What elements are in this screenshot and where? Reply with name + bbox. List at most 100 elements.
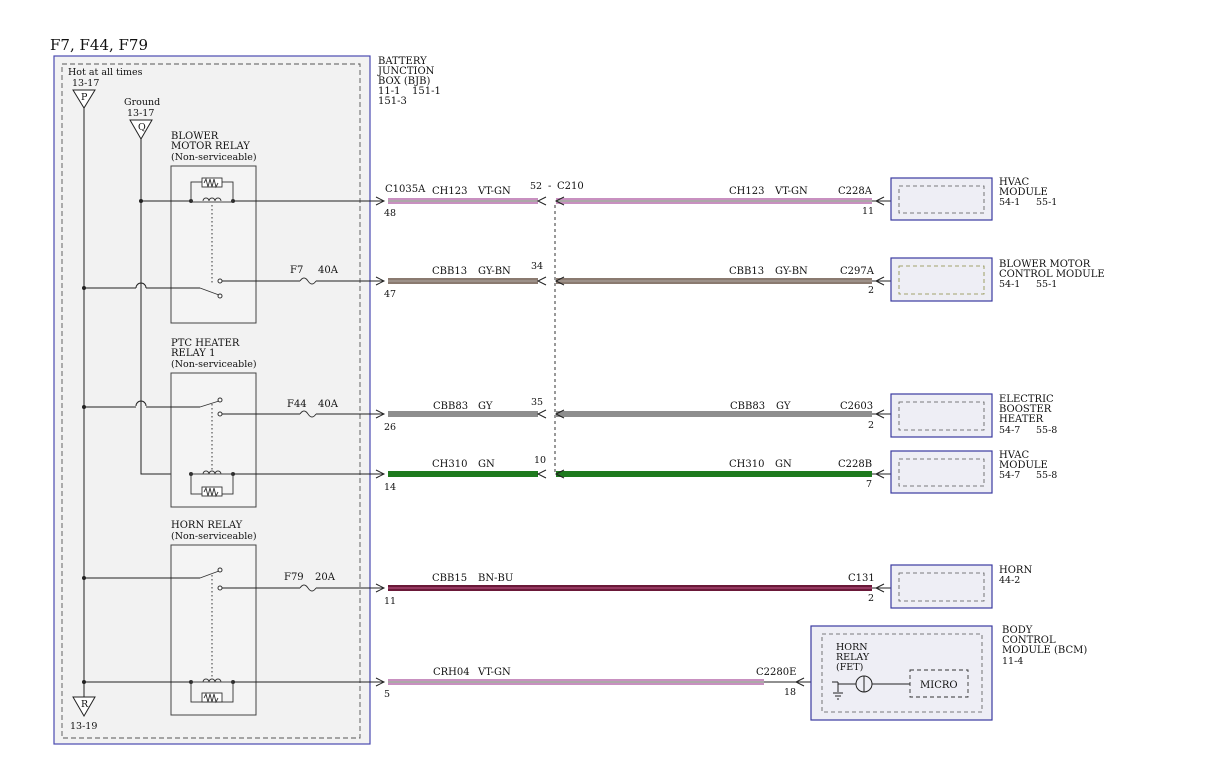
module-ref: 54-1 — [999, 197, 1020, 208]
bjb-label-line-2: JUNCTION — [377, 66, 435, 77]
circuit-label: CBB13 — [729, 266, 764, 277]
p-ref: 13-17 — [72, 78, 99, 89]
wire-ch310 — [388, 471, 872, 477]
module-connector-name: C2280E — [756, 667, 796, 678]
fet-icon — [832, 675, 910, 700]
module-connector-name: C297A — [840, 266, 875, 277]
hot-label: Hot at all times — [68, 67, 143, 78]
module-ref: 55-1 — [1036, 197, 1057, 208]
electric-booster-heater-box — [890, 393, 993, 438]
circuit-label: CRH04 — [433, 667, 470, 678]
c210-pin: 52 — [530, 181, 542, 192]
module-pin: 2 — [868, 285, 874, 296]
module-label: MODULE — [999, 460, 1048, 471]
module-label: MODULE — [999, 187, 1048, 198]
module-connector-name: C228B — [838, 459, 872, 470]
ptc-relay-label-1: PTC HEATER — [171, 338, 240, 349]
circuit-label: CH123 — [729, 186, 764, 197]
blower-relay-switch-icon — [199, 278, 223, 299]
wire-color-label: GN — [478, 459, 495, 470]
module-label: BODY — [1002, 625, 1033, 636]
bcm-horn-relay-label-1: HORN — [836, 642, 868, 653]
horn-box — [890, 564, 993, 609]
wire-color-label: GY — [478, 401, 493, 412]
splice-dot — [82, 405, 86, 409]
fuse-f44-icon — [299, 410, 317, 418]
blower-relay-note: (Non-serviceable) — [171, 152, 257, 163]
module-connector-name: C2603 — [840, 401, 873, 412]
circuit-label: CBB83 — [730, 401, 765, 412]
bjb-connector-name: C1035A — [385, 184, 426, 195]
q-letter: Q — [138, 122, 146, 133]
bcm-horn-relay-label-2: RELAY — [836, 652, 870, 663]
horn-relay-switch-icon — [199, 567, 223, 591]
blower-relay-label-1: BLOWER — [171, 131, 219, 142]
module-label: HVAC — [999, 177, 1029, 188]
module-pin: 2 — [868, 593, 874, 604]
bjb-pin: 47 — [384, 289, 396, 300]
c210-name: C210 — [557, 181, 584, 192]
module-label: CONTROL MODULE — [999, 269, 1105, 280]
module-ref: 55-1 — [1036, 279, 1057, 290]
module-pin: 2 — [868, 420, 874, 431]
wire-ch123 — [388, 198, 872, 204]
ptc-relay-note: (Non-serviceable) — [171, 359, 257, 370]
module-connector-name: C228A — [838, 186, 873, 197]
fuse-f79-icon — [299, 584, 317, 592]
c210-pin: 10 — [534, 455, 546, 466]
circuit-label: CBB13 — [432, 266, 467, 277]
wire-crh04 — [388, 679, 764, 685]
fuse-f7-name: F7 — [290, 265, 303, 276]
hvac-module-box — [890, 177, 993, 221]
bjb-pin: 14 — [384, 482, 396, 493]
bcm-horn-relay-label-3: (FET) — [836, 662, 863, 673]
module-label: BOOSTER — [999, 404, 1052, 415]
wire-color-label: GY-BN — [478, 266, 511, 277]
circuit-label: CH310 — [729, 459, 764, 470]
p-terminal-icon — [72, 89, 96, 109]
wire-cbb13 — [388, 278, 872, 284]
blower-relay-label-2: MOTOR RELAY — [171, 141, 250, 152]
r-ref: 13-19 — [70, 721, 97, 732]
bjb-pin: 26 — [384, 422, 396, 433]
horn-relay-box — [170, 544, 257, 716]
horn-relay-coil-icon — [189, 678, 235, 704]
bjb-label-line-3: BOX (BJB) — [378, 76, 430, 87]
module-label: HORN — [999, 565, 1032, 576]
bjb-label-line-1: BATTERY — [378, 56, 427, 67]
circuit-label: CBB15 — [432, 573, 467, 584]
module-ref: 55-8 — [1036, 425, 1057, 436]
circuit-label: CBB83 — [433, 401, 468, 412]
bjb-ref-1: 11-1 — [378, 86, 400, 97]
circuit-label: CH123 — [432, 186, 467, 197]
fuse-f7-icon — [299, 277, 317, 285]
wire-color-label: VT-GN — [774, 186, 808, 197]
module-label: HEATER — [999, 414, 1044, 425]
splice-dot — [139, 199, 143, 203]
module-label: ELECTRIC — [999, 394, 1054, 405]
module-ref: 54-1 — [999, 279, 1020, 290]
ground-label: Ground — [124, 97, 160, 108]
horn-relay-note: (Non-serviceable) — [171, 531, 257, 542]
bjb-ref-2: 151-1 — [412, 86, 441, 97]
splice-dot — [82, 680, 86, 684]
q-ref: 13-17 — [127, 108, 154, 119]
module-pin: 11 — [862, 206, 874, 217]
c210-arrows — [536, 196, 565, 479]
module-ref: 11-4 — [1002, 656, 1023, 667]
blower-relay-box — [170, 165, 257, 324]
bjb-pin: 5 — [384, 689, 390, 700]
bjb-pin: 48 — [384, 208, 396, 219]
c210-pin: 35 — [531, 397, 543, 408]
module-label: MODULE (BCM) — [1002, 645, 1087, 656]
fuse-f79-name: F79 — [284, 572, 304, 583]
horn-relay-label: HORN RELAY — [171, 520, 243, 531]
r-letter: R — [81, 699, 89, 710]
wire-color-label: GY-BN — [775, 266, 808, 277]
bjb-inner-dashed — [61, 63, 361, 739]
module-ref: 55-8 — [1036, 470, 1057, 481]
splice-dot — [82, 286, 86, 290]
bcm-micro-label: MICRO — [920, 680, 958, 691]
diagram-title: F7, F44, F79 — [50, 36, 148, 54]
wire-cbb83 — [388, 411, 872, 417]
